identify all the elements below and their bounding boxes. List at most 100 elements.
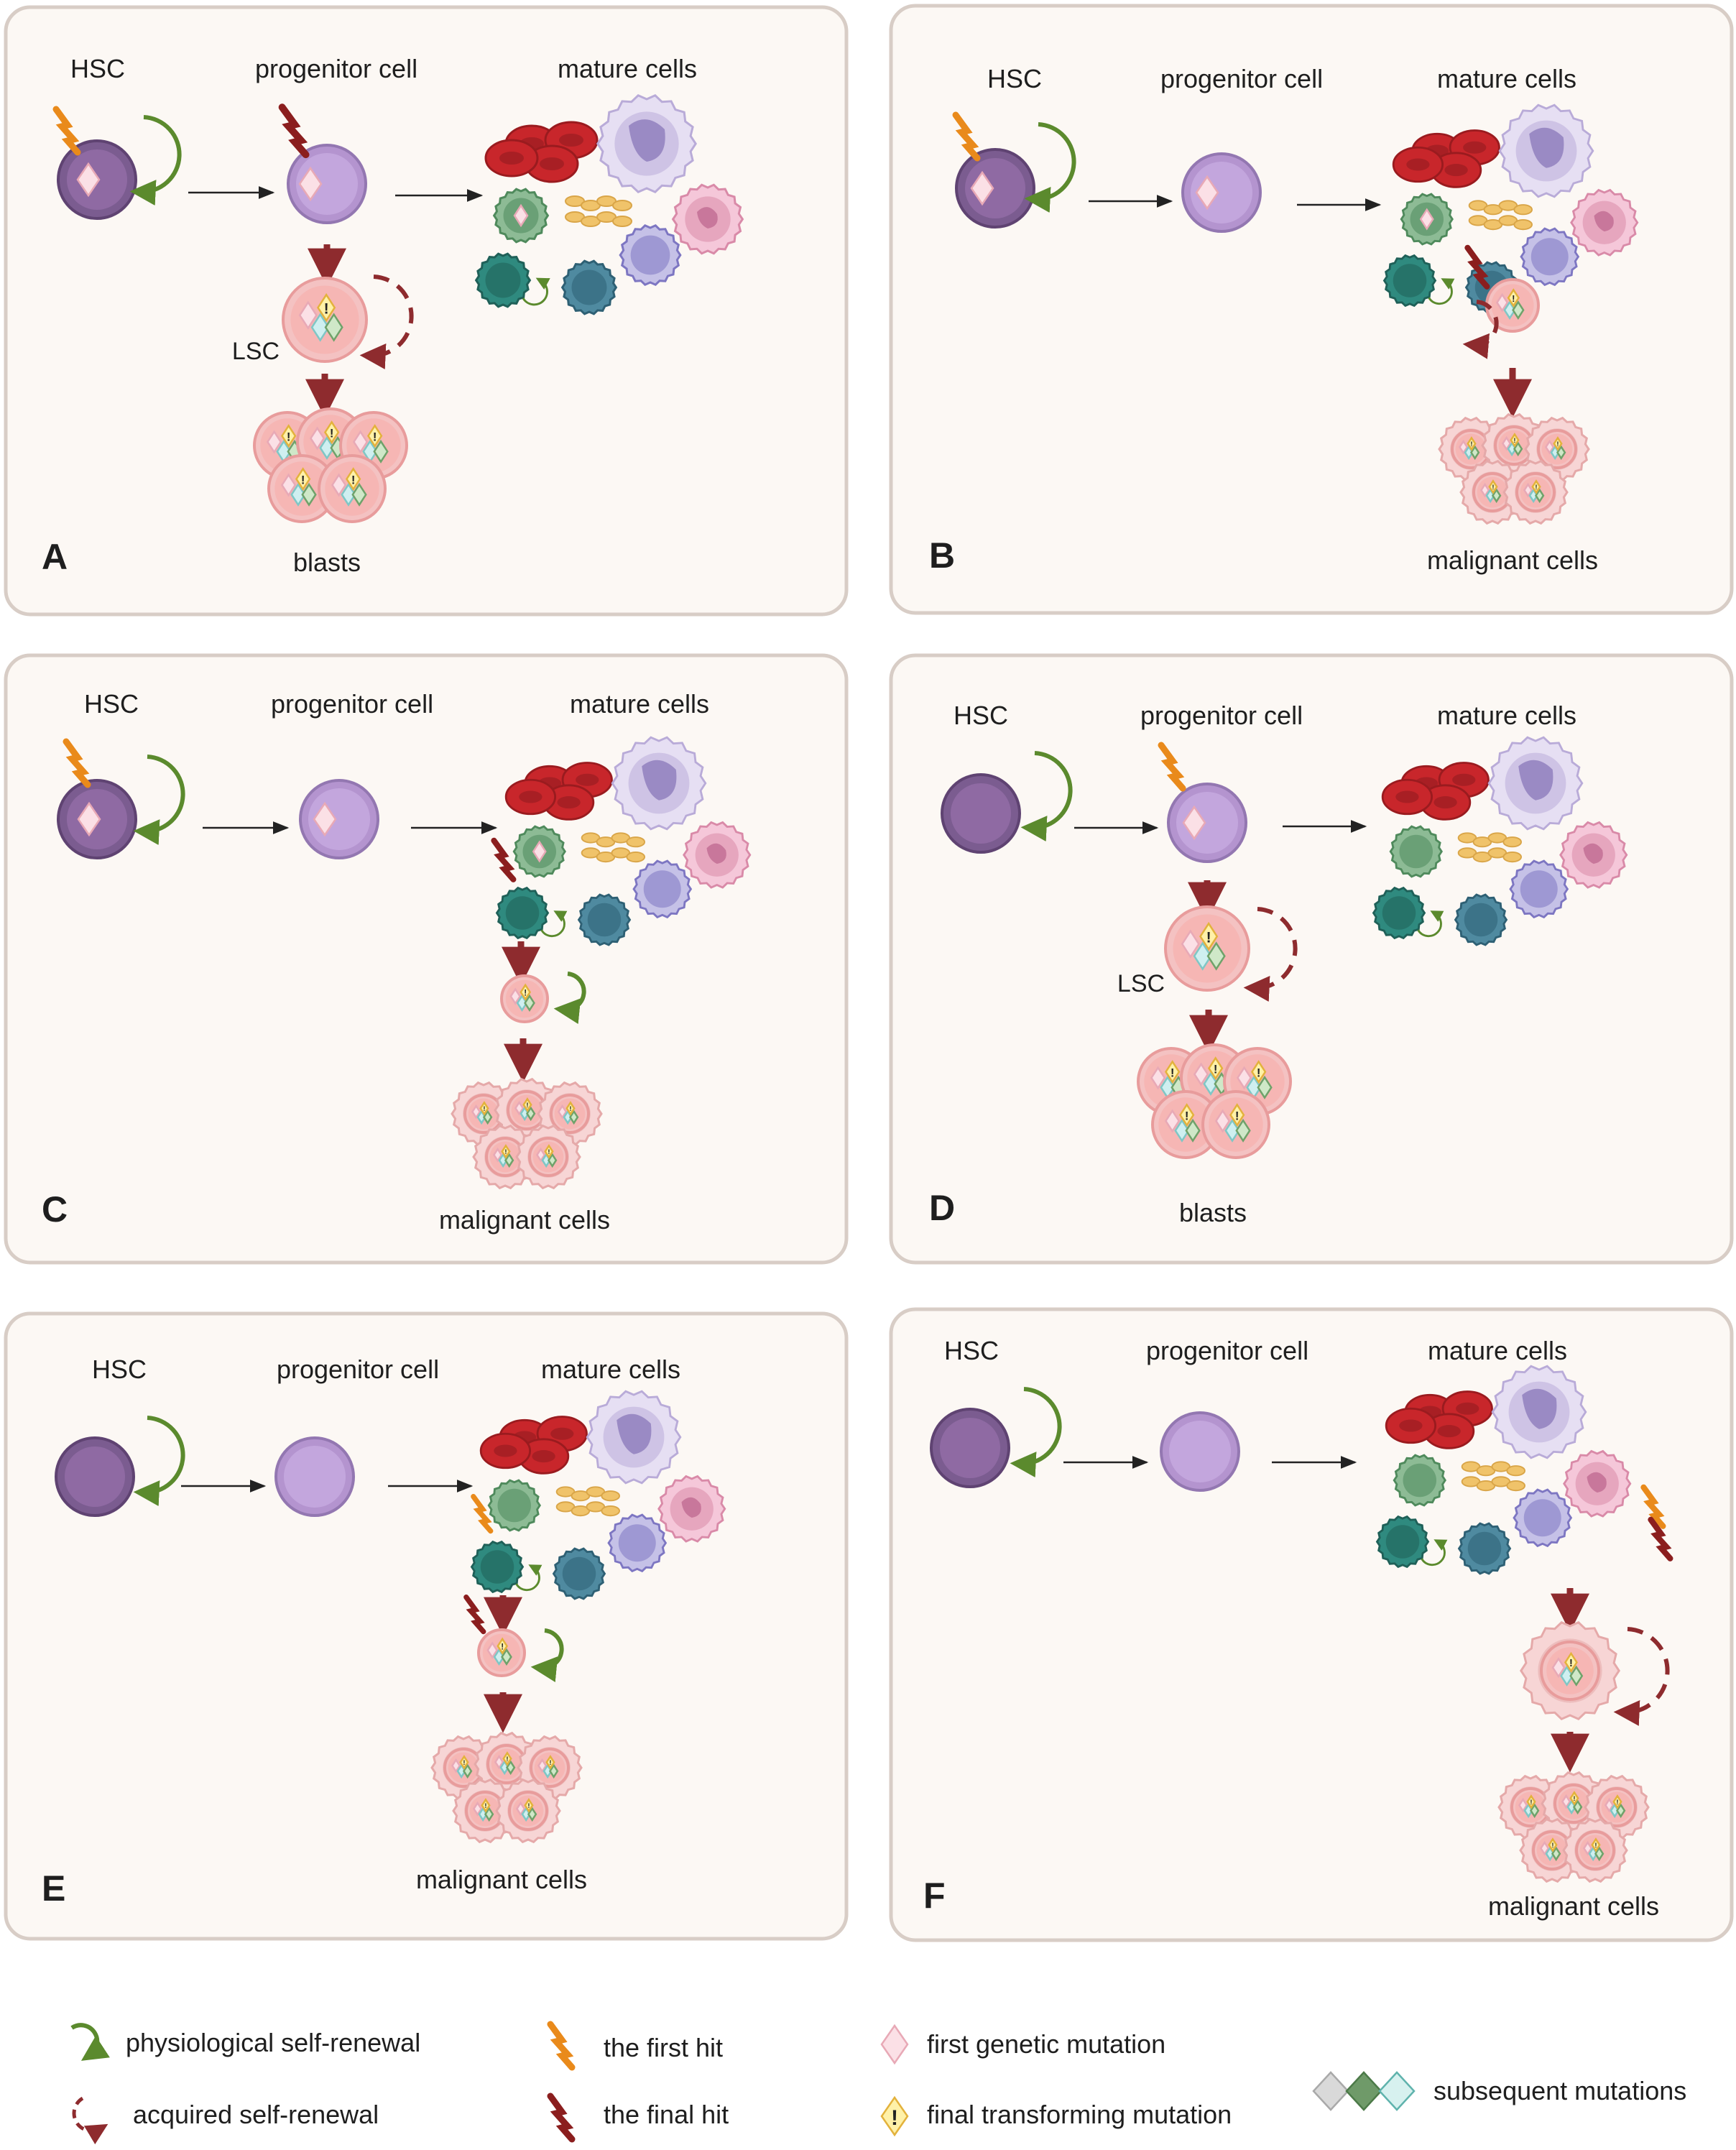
mature-label: mature cells — [541, 1355, 680, 1384]
mutation-diamond-icon — [1491, 488, 1502, 504]
granulocyte-green-cell — [1389, 825, 1443, 878]
physiological-self-renewal-icon — [1010, 1387, 1062, 1477]
progenitor-cell — [1167, 783, 1247, 863]
lsc-cell: ! — [500, 974, 549, 1023]
mutation-diamond-icon — [1529, 1803, 1540, 1819]
exclamation-icon: ! — [501, 1642, 504, 1651]
lsc-cell: ! — [282, 277, 368, 363]
mutation-diamond-icon — [1560, 1665, 1574, 1687]
malignant-label: malignant cells — [416, 1865, 587, 1894]
legend-physiological-label: physiological self-renewal — [126, 2028, 420, 2057]
hsc-label: HSC — [954, 701, 1008, 730]
exclamation-icon: ! — [524, 988, 527, 997]
mature-label: mature cells — [1437, 64, 1576, 93]
blasts-label: blasts — [1179, 1198, 1247, 1227]
mature-cells-cluster — [474, 94, 744, 315]
physiological-self-renewal-icon — [1428, 278, 1455, 305]
mutation-diamond-icon — [331, 473, 347, 497]
exclamation-icon: ! — [1573, 1795, 1575, 1803]
mutation-diamond-icon — [1469, 445, 1480, 461]
mutation-diamond-icon — [1572, 1799, 1583, 1815]
platelet — [626, 852, 646, 863]
mutation-diamond-icon — [1604, 1797, 1615, 1813]
warning-icon — [502, 1751, 512, 1766]
hsc-label: HSC — [92, 1355, 147, 1384]
exclamation-icon: ! — [324, 301, 329, 318]
platelet — [1506, 1480, 1526, 1492]
final-hit-icon — [547, 2093, 576, 2143]
progenitor-label: progenitor cell — [1140, 701, 1303, 730]
mutation-diamond-icon — [513, 203, 529, 228]
lymphocyte-teal-cell — [1382, 254, 1437, 308]
mutation-diamond-icon — [1236, 1066, 1252, 1090]
mutation-diamond-icon — [462, 1763, 473, 1779]
mutation-diamond-icon — [1235, 1118, 1251, 1143]
exclamation-icon: ! — [1616, 1799, 1618, 1807]
exclamation-icon: ! — [1551, 1842, 1553, 1850]
mutation-diamond-icon — [1615, 1803, 1626, 1819]
mutation-diamond-icon — [472, 1801, 483, 1817]
mature-cells-cluster — [470, 1390, 726, 1600]
malignant-core: ! — [1553, 1784, 1594, 1824]
exclamation-icon: ! — [1185, 1109, 1189, 1122]
warning-icon — [544, 1144, 554, 1159]
lsc-cell: ! — [477, 1628, 526, 1677]
malignant-core: ! — [1515, 472, 1556, 512]
lymphocyte-teal-cell — [470, 1540, 525, 1594]
mutation-diamond-icon — [1181, 929, 1200, 959]
lymphocyte-teal-cell — [474, 252, 532, 308]
mutation-diamond-icon — [1512, 300, 1525, 320]
malignant-core: ! — [1532, 1830, 1572, 1870]
hsc-cell — [930, 1408, 1010, 1488]
exclamation-icon: ! — [549, 1759, 551, 1767]
exclamation-icon: ! — [1492, 484, 1494, 492]
exclamation-icon: ! — [330, 426, 334, 440]
malignant-cell: ! — [517, 1735, 583, 1801]
platelet — [1513, 204, 1533, 216]
malignant-cells-cluster: !!!!! — [1497, 1771, 1650, 1883]
mutation-diamond-icon — [514, 1100, 525, 1116]
malignant-core: ! — [508, 1791, 548, 1831]
progenitor-label: progenitor cell — [1146, 1336, 1308, 1365]
mature-label: mature cells — [570, 689, 709, 719]
mutation-diamond-icon — [77, 801, 101, 837]
platelet — [601, 1490, 621, 1502]
legend-acquired-label: acquired self-renewal — [133, 2100, 379, 2129]
final-hit-icon — [1648, 1516, 1673, 1561]
subsequent-mutation-gray-icon — [1312, 2071, 1349, 2111]
mutation-diamond-icon — [1193, 941, 1212, 971]
mutation-diamond-icon — [524, 994, 535, 1012]
exclamation-icon: ! — [526, 1102, 528, 1109]
lymphocyte-blue-cell — [577, 893, 632, 946]
panel-letter: B — [929, 535, 955, 576]
mutation-diamond-icon — [1224, 1118, 1240, 1143]
first-hit-icon — [952, 111, 981, 162]
exclamation-icon: ! — [506, 1755, 508, 1763]
eosinophil-cell — [607, 1513, 668, 1573]
mutation-diamond-icon — [290, 482, 306, 507]
mature-cells-cluster — [1375, 1365, 1632, 1575]
warning-icon — [366, 424, 383, 448]
mutation-diamond-icon — [532, 840, 547, 863]
warning-icon — [565, 1101, 576, 1116]
mutation-diamond-icon — [1174, 1118, 1190, 1143]
subsequent-mutation-teal-icon — [1378, 2071, 1416, 2111]
mutation-diamond-icon — [501, 1648, 512, 1666]
mature-label: mature cells — [1437, 701, 1576, 730]
subsequent-mutation-green-icon — [1345, 2071, 1382, 2111]
warning-icon — [1207, 1056, 1224, 1081]
acquired-self-renewal-icon — [1462, 300, 1499, 359]
mature-cells-cluster — [495, 736, 752, 946]
lymphocyte-teal-cell — [495, 886, 550, 940]
panel-frame — [4, 5, 849, 617]
warning-icon — [1526, 1794, 1536, 1809]
panel-frame — [4, 653, 849, 1265]
hsc-label: HSC — [70, 54, 125, 83]
warning-icon — [1612, 1794, 1622, 1809]
first-hit-icon — [1158, 742, 1186, 792]
exclamation-icon: ! — [1512, 293, 1515, 304]
mutation-diamond-icon — [1561, 1794, 1571, 1809]
warning-icon — [1531, 479, 1541, 494]
exclamation-icon: ! — [1569, 1658, 1573, 1669]
mutation-diamond-icon — [1551, 1846, 1561, 1862]
